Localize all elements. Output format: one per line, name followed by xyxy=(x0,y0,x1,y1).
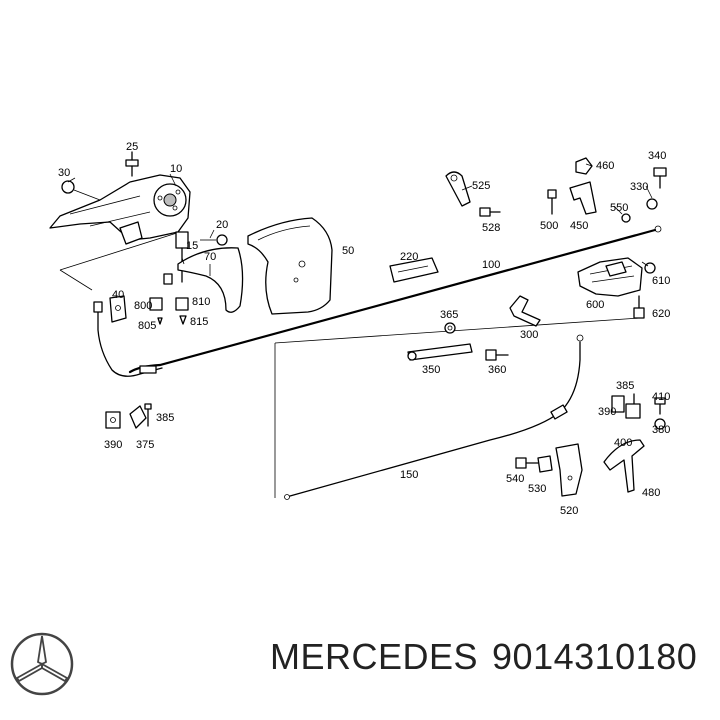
label-350: 350 xyxy=(422,364,440,376)
cover-70 xyxy=(177,247,244,313)
label-100: 100 xyxy=(482,259,500,271)
mercedes-star-icon xyxy=(10,632,74,696)
nut-380 xyxy=(654,418,666,430)
parking-brake-lever-10 xyxy=(49,174,191,245)
label-810: 810 xyxy=(192,296,210,308)
pin-550 xyxy=(621,213,631,223)
label-500: 500 xyxy=(540,220,558,232)
label-550: 550 xyxy=(610,202,628,214)
bolt-540 xyxy=(515,457,539,469)
clamp-390-left xyxy=(105,411,121,429)
brand-name: MERCEDES xyxy=(270,636,479,677)
clips-800-815 xyxy=(149,273,189,325)
label-360: 360 xyxy=(488,364,506,376)
washer-365 xyxy=(444,322,456,334)
label-20: 20 xyxy=(216,219,228,231)
bolt-340 xyxy=(653,167,667,189)
bolt-620 xyxy=(633,295,645,319)
label-620: 620 xyxy=(652,308,670,320)
knob-30 xyxy=(61,180,101,201)
label-15: 15 xyxy=(186,240,198,252)
guide-220 xyxy=(389,257,439,283)
label-220: 220 xyxy=(400,251,418,263)
nut-610 xyxy=(644,262,656,274)
label-365: 365 xyxy=(440,309,458,321)
pedal-assembly-600 xyxy=(577,257,643,297)
label-520: 520 xyxy=(560,505,578,517)
label-450: 450 xyxy=(570,220,588,232)
trim-panel-50 xyxy=(247,217,333,315)
perspective-frame xyxy=(59,231,641,498)
label-10: 10 xyxy=(170,163,182,175)
label-40: 40 xyxy=(112,289,124,301)
label-385-left: 385 xyxy=(156,412,174,424)
leader-lines xyxy=(67,163,653,276)
label-385-right: 385 xyxy=(616,380,634,392)
bolt-528 xyxy=(479,207,501,217)
callout-labels: 10 15 20 25 30 40 50 70 100 150 220 300 … xyxy=(58,141,670,517)
part-number: 9014310180 xyxy=(492,636,698,677)
bracket-40 xyxy=(109,295,127,323)
label-330: 330 xyxy=(630,181,648,193)
bolt-500 xyxy=(547,189,557,215)
label-600: 600 xyxy=(586,299,604,311)
bracket-480 xyxy=(603,439,645,493)
clamp-390-right xyxy=(611,395,625,413)
rear-cable-150 xyxy=(284,334,584,500)
screw-385-left xyxy=(144,403,152,427)
nut-460 xyxy=(575,157,593,175)
label-150: 150 xyxy=(400,469,418,481)
label-530: 530 xyxy=(528,483,546,495)
label-525: 525 xyxy=(472,180,490,192)
bracket-450 xyxy=(569,181,597,215)
label-460: 460 xyxy=(596,160,614,172)
label-390-right: 390 xyxy=(598,406,616,418)
clip-530 xyxy=(537,455,553,473)
label-390-left: 390 xyxy=(104,439,122,451)
clip-400 xyxy=(625,403,641,419)
label-50: 50 xyxy=(342,245,354,257)
link-350 xyxy=(407,343,473,361)
label-340: 340 xyxy=(648,150,666,162)
label-410: 410 xyxy=(652,391,670,403)
footer xyxy=(0,630,720,710)
label-400: 400 xyxy=(614,437,632,449)
clip-525 xyxy=(445,171,471,207)
label-300: 300 xyxy=(520,329,538,341)
label-815: 815 xyxy=(190,316,208,328)
brand-part-number-caption: MERCEDES 9014310180 xyxy=(270,636,711,678)
label-540: 540 xyxy=(506,473,524,485)
label-480: 480 xyxy=(642,487,660,499)
bolt-360 xyxy=(485,349,509,361)
bolt-25 xyxy=(125,151,139,177)
bracket-300 xyxy=(509,295,541,327)
label-380: 380 xyxy=(652,424,670,436)
label-800: 800 xyxy=(134,300,152,312)
nut-20 xyxy=(200,234,228,246)
label-25: 25 xyxy=(126,141,138,153)
label-528: 528 xyxy=(482,222,500,234)
bracket-520 xyxy=(555,443,583,497)
label-805: 805 xyxy=(138,320,156,332)
left-cable xyxy=(93,301,163,377)
label-30: 30 xyxy=(58,167,70,179)
bolt-410 xyxy=(654,397,666,415)
label-375: 375 xyxy=(136,439,154,451)
label-610: 610 xyxy=(652,275,670,287)
label-70: 70 xyxy=(204,251,216,263)
clip-375 xyxy=(129,405,147,429)
exploded-parts-diagram: 10 15 20 25 30 40 50 70 100 150 220 300 … xyxy=(49,141,670,517)
spring-330 xyxy=(646,198,658,210)
